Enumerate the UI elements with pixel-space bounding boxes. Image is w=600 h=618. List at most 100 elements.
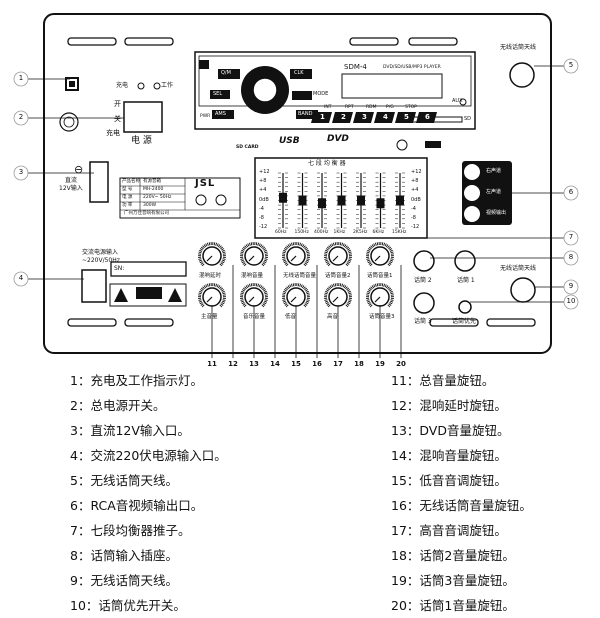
knob-top-label: 混响延时 (199, 274, 221, 280)
legend-item: 5：无线话筒天线。 (70, 468, 227, 493)
rca-video-jack[interactable] (464, 206, 480, 222)
rca-right-label: 右声道 (486, 169, 501, 174)
legend-item: 6：RCA音视频输出口。 (70, 493, 227, 518)
callout-number: 3 (15, 169, 27, 176)
callout-number: 1 (15, 75, 27, 82)
card-icon (425, 141, 441, 148)
legend-left: 1：充电及工作指示灯。2：总电源开关。3：直流12V输入口。4：交流220伏电源… (70, 368, 227, 618)
eq-fader-knob[interactable] (318, 198, 326, 208)
nameplate-value: 220V~ 50Hz (143, 196, 171, 201)
legend-right: 11：总音量旋钮。12：混响延时旋钮。13：DVD音量旋钮。14：混响音量旋钮。… (391, 368, 532, 618)
fuse-holder[interactable] (60, 113, 78, 131)
power-label: 电 源 (131, 137, 152, 146)
eq-fader-knob[interactable] (279, 193, 287, 203)
eq-fader-knob[interactable] (357, 196, 365, 206)
callout-number: 9 (565, 283, 577, 290)
legend-item: 13：DVD音量旋钮。 (391, 418, 532, 443)
legend-item: 14：混响音量旋钮。 (391, 443, 532, 468)
player-btn-ams-label: AMS (215, 112, 226, 117)
rca-left-jack[interactable] (464, 185, 480, 201)
function-label: INT (324, 106, 331, 111)
wireless-antenna-right-label: 无线话筒天线 (500, 266, 536, 272)
callout-number: 13 (248, 361, 260, 368)
knob-bottom-label: 音乐音量 (243, 315, 265, 321)
nameplate-value: 有源音箱 (143, 180, 161, 185)
mic-jack-2[interactable] (414, 251, 434, 271)
ac-input-label-2: ~220V/50Hz (82, 258, 120, 264)
legend-item: 17：高音音调旋钮。 (391, 518, 532, 543)
player-btn-pwr[interactable] (199, 60, 209, 69)
work-led (154, 83, 160, 89)
mic-jack-3[interactable] (414, 293, 434, 313)
eq-band-label: 60Hz (275, 231, 286, 236)
knob-top-label: 话筒音量1 (367, 274, 393, 280)
player-btn-mode[interactable] (292, 91, 312, 100)
eq-scale-right: -12 (411, 225, 419, 230)
callout-number: 7 (565, 234, 577, 241)
dc-input-port[interactable] (90, 162, 108, 202)
knob-bottom-label: 话筒音量3 (369, 315, 395, 321)
eq-scale-right: +4 (411, 188, 418, 193)
nameplate-key: 产品名称 (122, 180, 140, 185)
callout-number: 4 (15, 275, 27, 282)
function-number: 3 (362, 114, 367, 121)
ac-input-label-1: 交流电源输入 (82, 250, 118, 256)
callout-number: 17 (332, 361, 344, 368)
eq-band-label: 150Hz (295, 231, 309, 236)
function-number: 5 (404, 114, 409, 121)
function-label: STOP (405, 106, 417, 111)
callout-number: 6 (565, 189, 577, 196)
sd-card-icon: SD CARD (236, 146, 259, 151)
function-label: P/G (386, 106, 394, 111)
legend-item: 3：直流12V输入口。 (70, 418, 227, 443)
nameplate-value: MH-2400 (143, 188, 163, 193)
eq-scale-right: -4 (411, 207, 416, 212)
rca-video-label: 视频输出 (486, 211, 506, 216)
eq-fader-knob[interactable] (396, 196, 404, 206)
dc-polarity-icon: ⊖ (74, 164, 83, 175)
switch-off-label: 关 (114, 116, 121, 123)
knob-top-label: 混响音量 (241, 274, 263, 280)
legend-item: 12：混响延时旋钮。 (391, 393, 532, 418)
power-switch[interactable] (124, 102, 162, 132)
mic-jack-2-label: 话筒 2 (414, 278, 432, 284)
knob-bottom-label: 高音 (327, 315, 338, 321)
work-led-label: 工作 (161, 83, 173, 89)
eq-scale-left: -4 (259, 207, 264, 212)
eq-band-label: 6KHz (373, 231, 385, 236)
mic-jack-1[interactable] (455, 251, 475, 271)
eq-fader-knob[interactable] (299, 196, 307, 206)
rca-right-jack[interactable] (464, 164, 480, 180)
brand-logo: JSL (195, 179, 215, 189)
eq-scale-left: -12 (259, 225, 267, 230)
eq-band-label: 1KHz (334, 231, 346, 236)
wireless-antenna-top[interactable] (510, 63, 534, 87)
dc-input-label-1: 直流 (65, 178, 77, 184)
mic-priority-switch[interactable] (459, 301, 471, 313)
eq-title: 七 段 均 衡 器 (308, 161, 346, 167)
nameplate-key: 电 源 (122, 196, 132, 201)
rca-left-label: 左声道 (486, 190, 501, 195)
player-btn-sel-label: SEL (213, 92, 222, 97)
callout-number: 18 (353, 361, 365, 368)
eq-band-label: 2K5Hz (353, 231, 367, 236)
ac-input-socket[interactable] (82, 270, 106, 302)
knob-top-label: 话筒音量2 (325, 274, 351, 280)
wireless-antenna-right[interactable] (511, 278, 535, 302)
player-subtitle: DVD/SD/USB/MP3 PLAYER (383, 66, 441, 71)
eq-fader-knob[interactable] (338, 196, 346, 206)
player-btn-mode-label: MODE (313, 92, 328, 97)
charge-led-label: 充电 (116, 83, 128, 89)
eq-scale-left: 0dB (259, 198, 269, 203)
mic-priority-label: 话筒优先 (452, 319, 476, 325)
callout-number: 20 (395, 361, 407, 368)
dc-input-label-2: 12V输入 (59, 186, 83, 192)
callout-number: 19 (374, 361, 386, 368)
sd-label: SD (464, 117, 471, 122)
eq-fader-knob[interactable] (377, 198, 385, 208)
legend-item: 16：无线话筒音量旋钮。 (391, 493, 532, 518)
charge-led (138, 83, 144, 89)
legend-item: 20：话筒1音量旋钮。 (391, 593, 532, 618)
eq-scale-left: +4 (259, 188, 266, 193)
eq-scale-right: 0dB (411, 198, 421, 203)
